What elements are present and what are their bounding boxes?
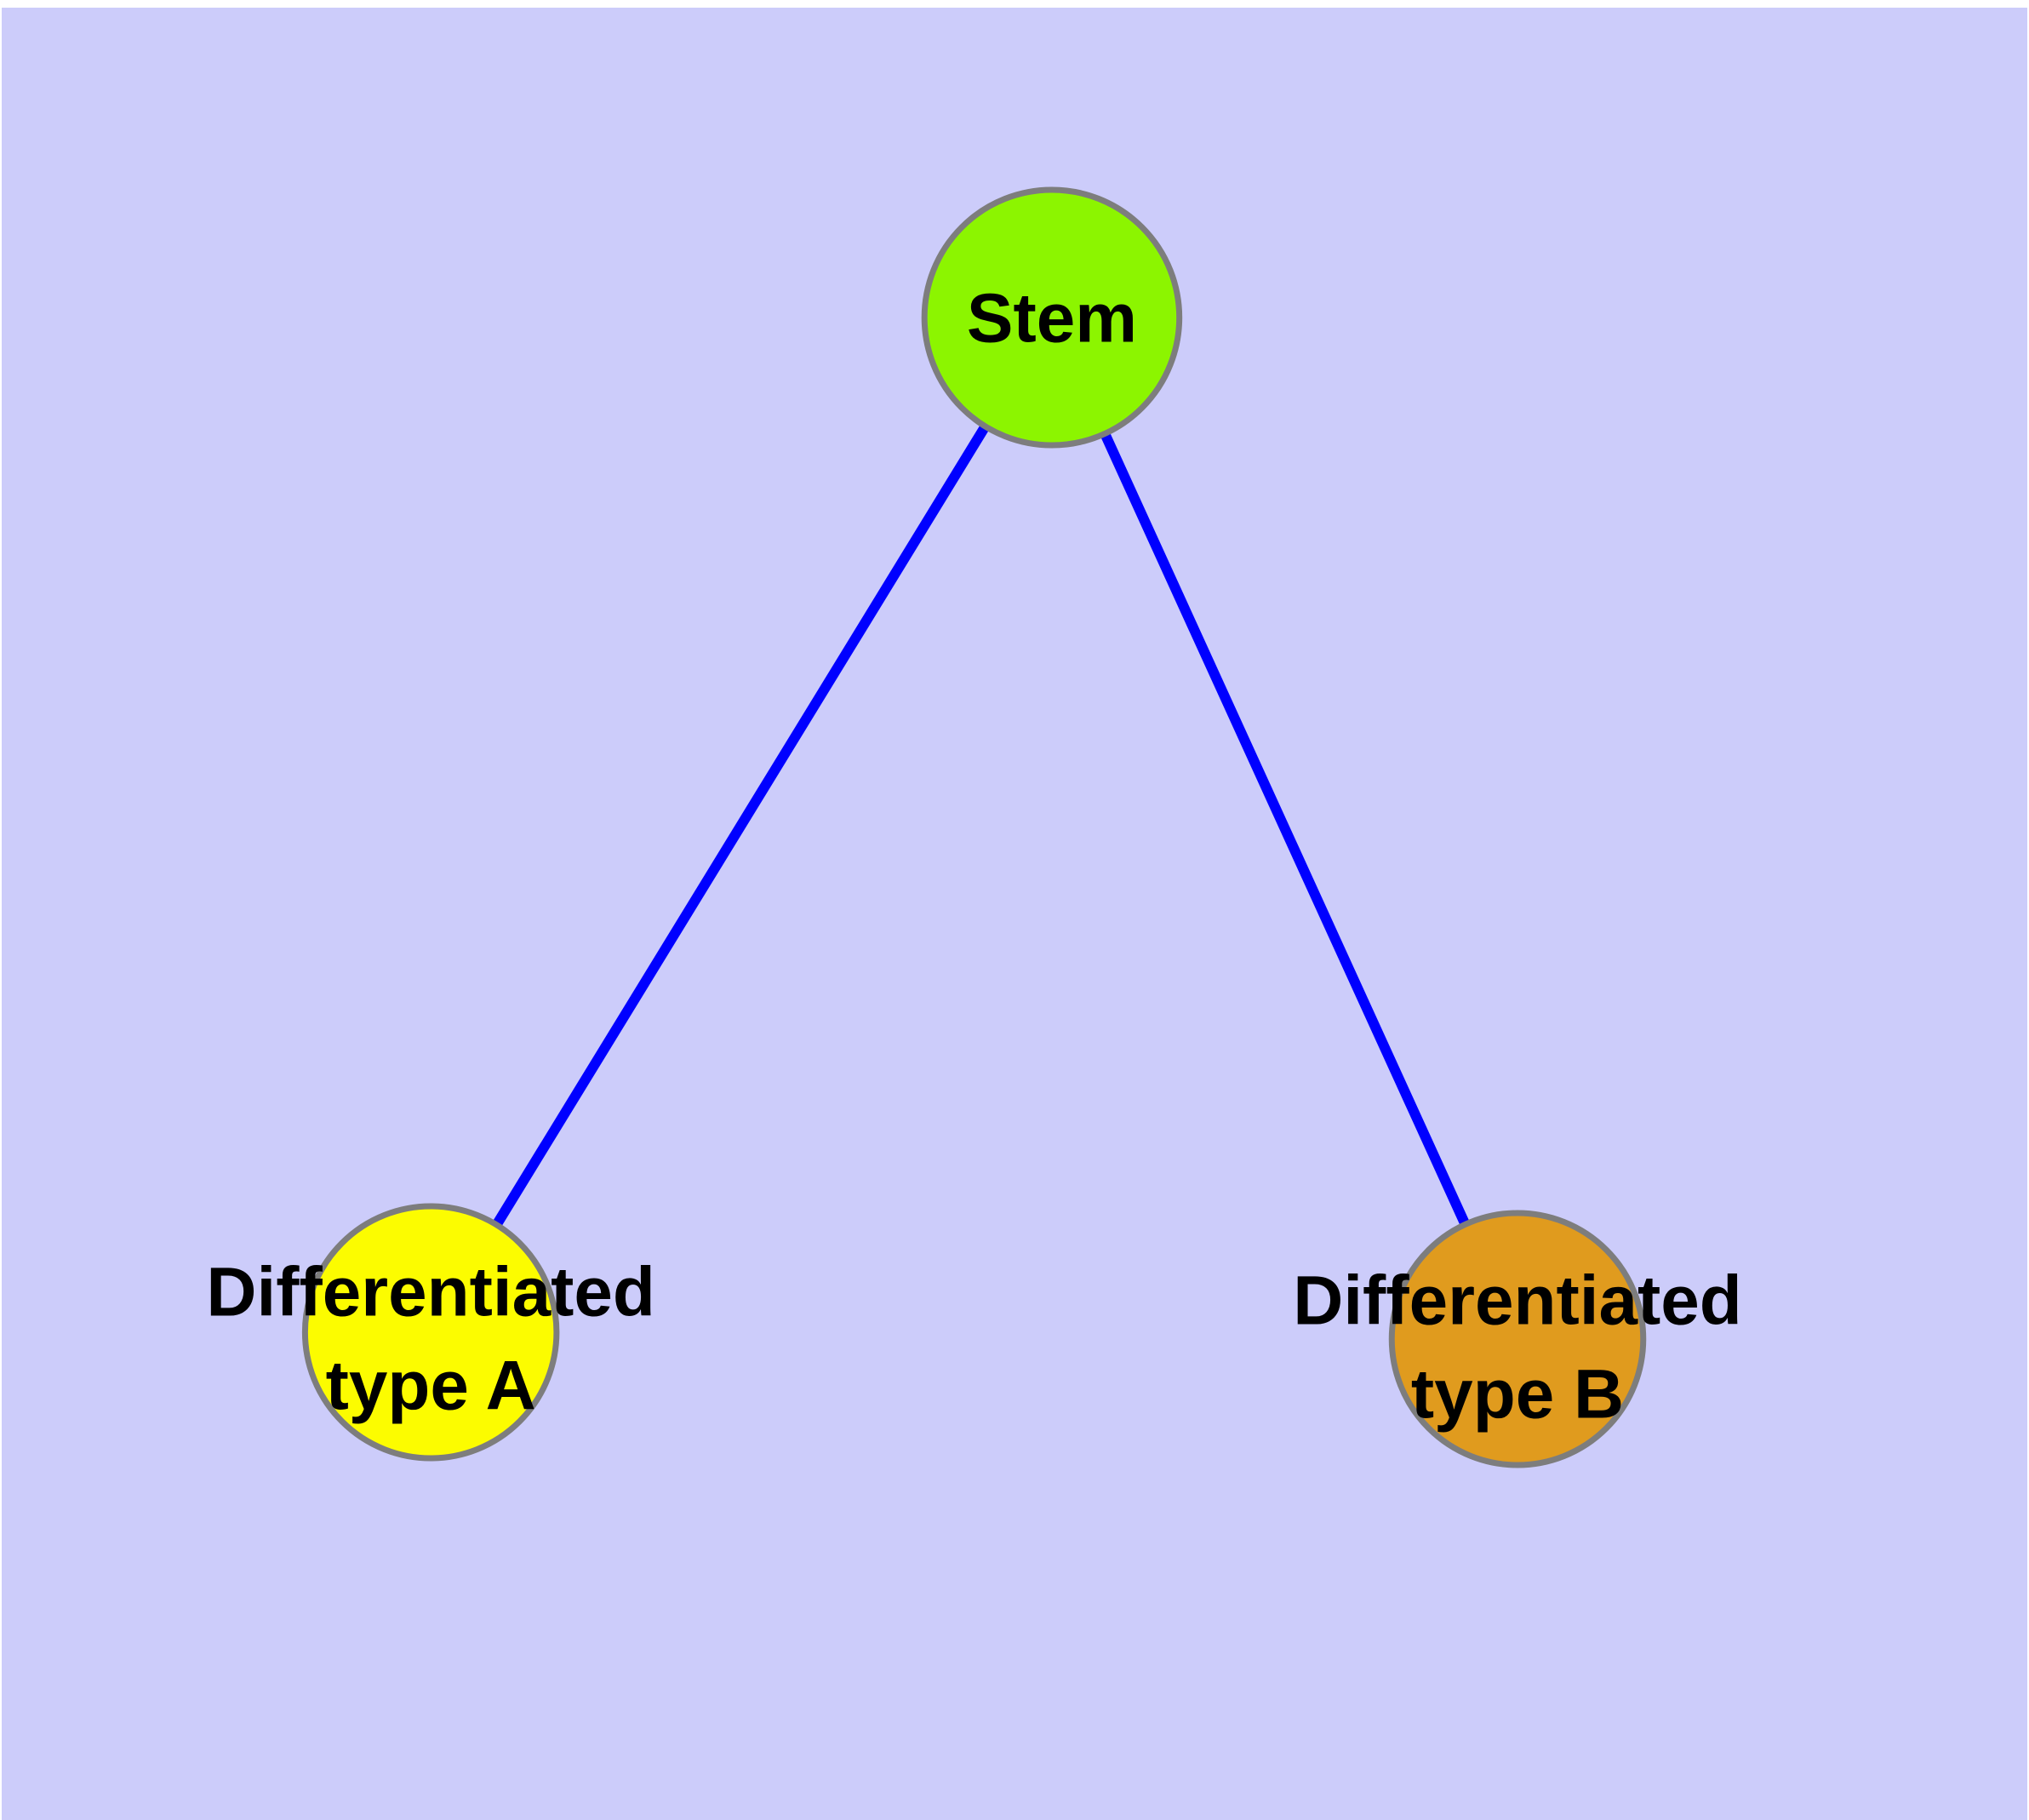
edge-stem-to-type-a bbox=[426, 314, 1057, 1336]
plot-background: Stem Differentiated type A Differentiate… bbox=[2, 8, 2027, 1820]
node-type-b-label-line2: type B bbox=[1411, 1356, 1624, 1434]
edge-stem-to-type-b bbox=[1047, 315, 1523, 1342]
node-type-a-label-line1: Differentiated bbox=[206, 1254, 655, 1331]
node-stem bbox=[921, 186, 1183, 449]
node-differentiated-type-b bbox=[1388, 1210, 1647, 1468]
node-type-b-label-line1: Differentiated bbox=[1293, 1262, 1742, 1340]
graph-diagram: Stem Differentiated type A Differentiate… bbox=[206, 186, 1742, 1468]
node-stem-label: Stem bbox=[967, 280, 1137, 358]
node-type-a-label-line2: type A bbox=[326, 1348, 536, 1425]
node-differentiated-type-a bbox=[301, 1203, 560, 1462]
